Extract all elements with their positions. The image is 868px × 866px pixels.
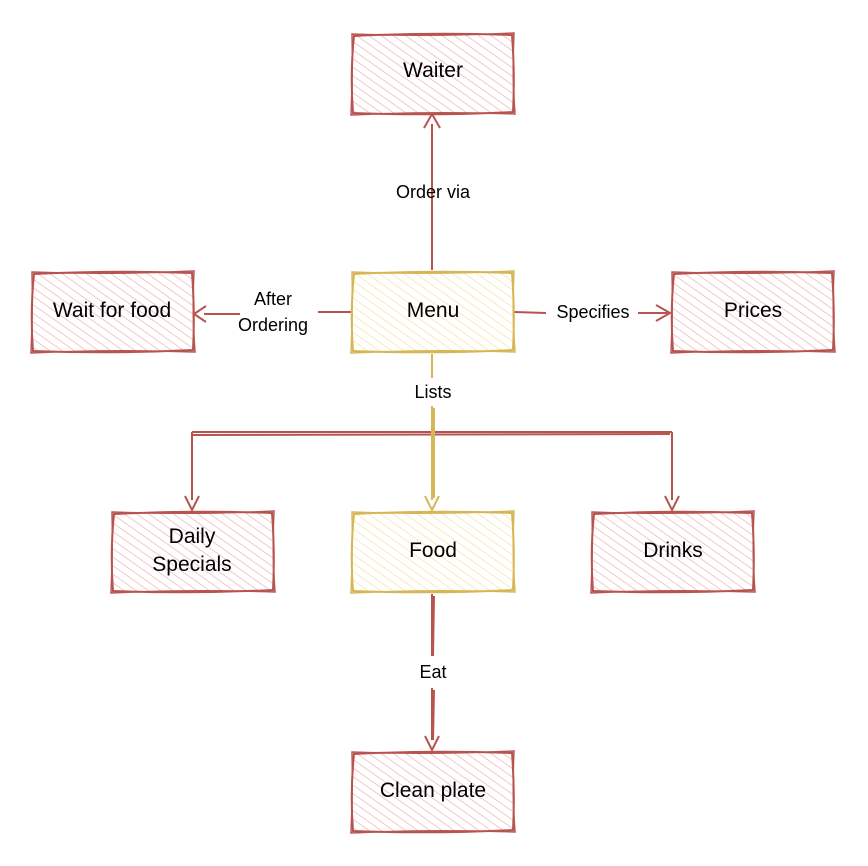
node-prices[interactable]: Prices	[670, 270, 836, 354]
node-food-label: Food	[409, 539, 457, 562]
edge-menu-to-prices	[513, 304, 673, 322]
label-lists: Lists	[414, 382, 451, 402]
node-waiter-label: Waiter	[403, 59, 463, 82]
edge-menu-to-food	[424, 354, 440, 513]
node-daily-specials[interactable]: Daily Specials	[110, 510, 276, 594]
node-drinks-label: Drinks	[643, 539, 703, 562]
node-food[interactable]: Food	[350, 510, 516, 594]
node-menu[interactable]: Menu	[350, 270, 516, 354]
label-order-via: Order via	[396, 182, 471, 202]
node-daily-specials-label-line1: Daily	[169, 525, 216, 548]
node-clean-plate[interactable]: Clean plate	[350, 750, 516, 834]
label-after-ordering-line2: Ordering	[238, 315, 308, 335]
node-clean-plate-label: Clean plate	[380, 779, 486, 802]
label-eat: Eat	[419, 662, 446, 682]
label-specifies: Specifies	[556, 302, 629, 322]
label-after-ordering-line1: After	[254, 289, 292, 309]
node-wait-for-food[interactable]: Wait for food	[30, 270, 196, 354]
node-daily-specials-label-line2: Specials	[152, 553, 231, 576]
node-menu-label: Menu	[407, 299, 460, 322]
node-drinks[interactable]: Drinks	[590, 510, 756, 594]
edge-food-to-clean-plate	[424, 594, 440, 753]
node-prices-label: Prices	[724, 299, 782, 322]
node-waiter[interactable]: Waiter	[350, 32, 516, 116]
node-wait-for-food-label: Wait for food	[53, 299, 171, 322]
